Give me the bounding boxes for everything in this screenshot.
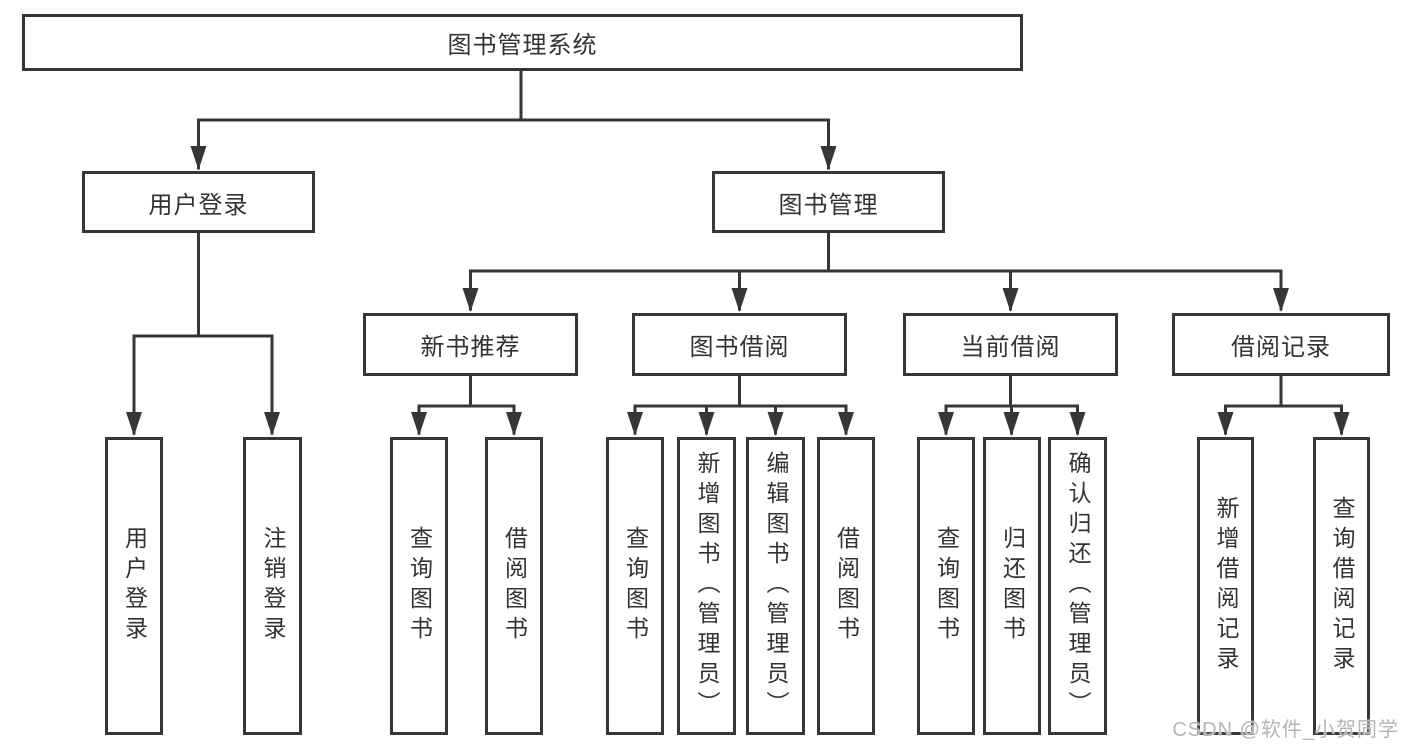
node-label: 新书推荐 <box>420 334 521 361</box>
node-book-management: 图书管理 <box>712 171 945 233</box>
leaf-confirm-return-admin: 确认归还（管理员） <box>1048 437 1107 735</box>
leaf-query-books-borrowing: 查询图书 <box>606 437 664 735</box>
leaf-label: 查询图书 <box>406 526 433 646</box>
leaf-label: 新增图书（管理员） <box>694 451 720 721</box>
leaf-label: 归还图书 <box>999 526 1026 646</box>
node-book-borrowing: 图书借阅 <box>632 313 847 376</box>
leaf-query-borrow-record: 查询借阅记录 <box>1313 437 1370 735</box>
leaf-borrow-books-recommend: 借阅图书 <box>485 437 543 735</box>
leaf-query-books-recommend: 查询图书 <box>390 437 448 735</box>
leaf-borrow-books-borrowing: 借阅图书 <box>817 437 875 735</box>
node-label: 用户登录 <box>148 191 249 219</box>
leaf-label: 借阅图书 <box>501 526 528 646</box>
leaf-return-books: 归还图书 <box>983 437 1041 735</box>
node-label: 图书管理系统 <box>447 32 598 59</box>
leaf-label: 编辑图书（管理员） <box>763 451 789 721</box>
node-user-login: 用户登录 <box>82 171 315 233</box>
leaf-label: 注销登录 <box>260 526 286 646</box>
leaf-query-books-current: 查询图书 <box>917 437 975 735</box>
leaf-label: 查询图书 <box>933 526 960 646</box>
leaf-label: 确认归还（管理员） <box>1065 451 1091 721</box>
leaf-label: 借阅图书 <box>833 526 860 646</box>
leaf-user-login: 用户登录 <box>105 437 163 735</box>
node-library-management-system: 图书管理系统 <box>22 14 1023 71</box>
arrowhead-icons <box>126 146 1350 436</box>
node-new-book-recommend: 新书推荐 <box>363 313 578 376</box>
leaf-label: 查询图书 <box>622 526 649 646</box>
node-label: 图书借阅 <box>689 334 790 361</box>
node-label: 图书管理 <box>778 191 879 219</box>
node-label: 借阅记录 <box>1231 334 1331 361</box>
leaf-edit-books-admin: 编辑图书（管理员） <box>746 437 805 735</box>
leaf-logout: 注销登录 <box>243 437 302 735</box>
node-label: 当前借阅 <box>960 334 1061 361</box>
leaf-add-books-admin: 新增图书（管理员） <box>677 437 736 735</box>
leaf-label: 新增借阅记录 <box>1213 496 1239 676</box>
node-borrowing-records: 借阅记录 <box>1172 313 1390 376</box>
leaf-label: 用户登录 <box>121 526 148 646</box>
leaf-label: 查询借阅记录 <box>1329 496 1355 676</box>
node-current-borrowing: 当前借阅 <box>903 313 1118 376</box>
leaf-add-borrow-record: 新增借阅记录 <box>1197 437 1254 735</box>
